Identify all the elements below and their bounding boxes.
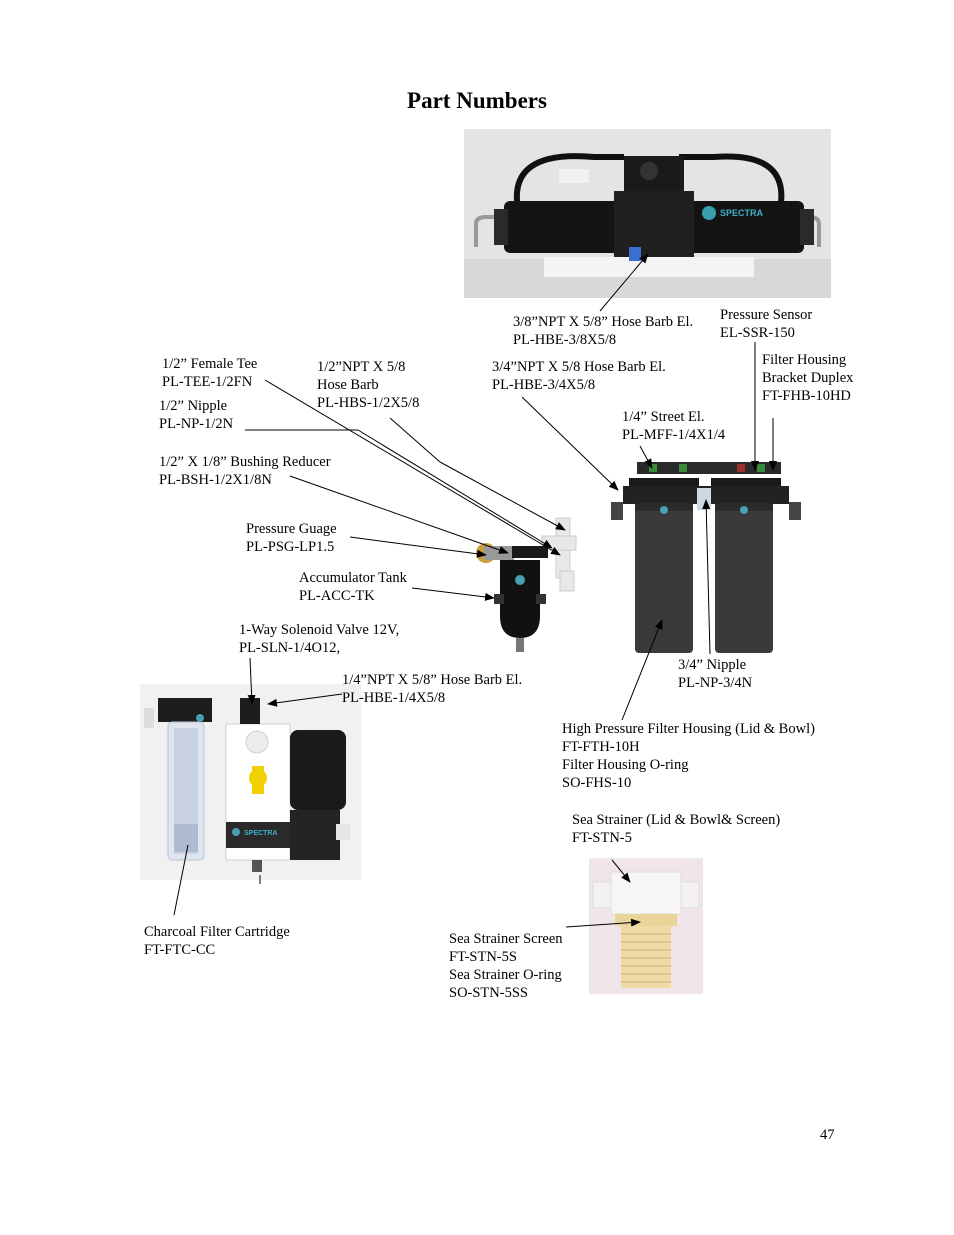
label-line: 3/8”NPT X 5/8” Hose Barb El. [513,314,694,330]
label-line: FT-STN-5 [572,830,632,846]
label-line: PL-ACC-TK [299,588,375,604]
label-line: Pressure Sensor [720,307,813,323]
label-accumulator-tank: Accumulator Tank PL-ACC-TK [299,569,407,605]
label-line: PL-NP-3/4N [678,675,753,691]
label-line: PL-SLN-1/4O12, [239,640,341,656]
label-solenoid-valve: 1-Way Solenoid Valve 12V, PL-SLN-1/4O12, [239,621,399,657]
label-line: Bracket Duplex [762,370,854,386]
label-line: 3/4”NPT X 5/8 Hose Barb El. [492,359,666,375]
label-pressure-gauge: Pressure Guage PL-PSG-LP1.5 [246,520,337,556]
label-line: 1/2” Female Tee [162,356,258,372]
label-line: Filter Housing O-ring [562,757,689,773]
label-line: 1/4” Street El. [622,409,705,425]
label-line: Sea Strainer Screen [449,931,563,947]
page-title: Part Numbers [407,88,547,113]
label-nipple-3-4: 3/4” Nipple PL-NP-3/4N [678,656,752,692]
label-line: 1/2” Nipple [159,398,228,414]
label-filter-housing-bracket: Filter Housing Bracket Duplex FT-FHB-10H… [762,351,853,405]
label-line: PL-HBE-3/8X5/8 [513,332,617,348]
label-line: High Pressure Filter Housing (Lid & Bowl… [562,721,815,737]
label-line: Accumulator Tank [299,570,407,586]
label-line: FT-FHB-10HD [762,388,851,404]
watermaker-unit-photo: SPECTRA [464,129,831,298]
label-line: FT-STN-5S [449,949,517,965]
label-pressure-sensor: Pressure Sensor EL-SSR-150 [720,306,812,342]
label-line: SO-FHS-10 [562,775,632,791]
label-line: PL-HBE-3/4X5/8 [492,377,596,393]
duplex-filter-housing-photo [607,458,803,654]
label-line: PL-NP-1/2N [159,416,234,432]
label-line: SO-STN-5SS [449,985,528,1001]
label-hose-barb-el-1-4: 1/4”NPT X 5/8” Hose Barb El. PL-HBE-1/4X… [342,671,522,707]
label-hose-barb-el-3-4: 3/4”NPT X 5/8 Hose Barb El. PL-HBE-3/4X5… [492,358,666,394]
label-line: PL-BSH-1/2X1/8N [159,472,272,488]
label-bushing-reducer: 1/2” X 1/8” Bushing Reducer PL-BSH-1/2X1… [159,453,331,489]
label-line: PL-TEE-1/2FN [162,374,253,390]
page-number: 47 [820,1127,835,1143]
label-hose-barb-1-2: 1/2”NPT X 5/8 Hose Barb PL-HBS-1/2X5/8 [317,358,419,412]
label-hose-barb-el-3-8: 3/8”NPT X 5/8” Hose Barb El. PL-HBE-3/8X… [513,313,693,349]
label-line: Sea Strainer O-ring [449,967,562,983]
label-line: PL-HBE-1/4X5/8 [342,690,446,706]
label-charcoal-filter: Charcoal Filter Cartridge FT-FTC-CC [144,923,290,959]
label-line: Sea Strainer (Lid & Bowl& Screen) [572,812,781,828]
label-line: Charcoal Filter Cartridge [144,924,290,940]
label-line: PL-PSG-LP1.5 [246,539,335,555]
label-sea-strainer-screen: Sea Strainer Screen FT-STN-5S Sea Strain… [449,930,563,1002]
prefilter-pump-assembly-photo: SPECTRA [140,684,361,880]
spectra-logo-prefilter: SPECTRA [244,830,277,837]
label-line: Filter Housing [762,352,847,368]
label-line: Pressure Guage [246,521,337,537]
label-female-tee: 1/2” Female Tee PL-TEE-1/2FN [162,355,257,391]
accumulator-tank-photo [464,516,582,664]
label-line: 1/2”NPT X 5/8 [317,359,406,375]
label-line: PL-MFF-1/4X1/4 [622,427,726,443]
label-nipple-1-2: 1/2” Nipple PL-NP-1/2N [159,397,233,433]
label-sea-strainer: Sea Strainer (Lid & Bowl& Screen) FT-STN… [572,811,780,847]
label-filter-housing-lid-bowl: High Pressure Filter Housing (Lid & Bowl… [562,720,815,792]
label-line: FT-FTC-CC [144,942,216,958]
spectra-logo-main: SPECTRA [720,208,764,218]
label-line: Hose Barb [317,377,379,393]
label-line: FT-FTH-10H [562,739,640,755]
sea-strainer-photo [589,858,703,994]
label-line: 1-Way Solenoid Valve 12V, [239,622,400,638]
label-line: 1/4”NPT X 5/8” Hose Barb El. [342,672,523,688]
label-line: EL-SSR-150 [720,325,795,341]
label-line: PL-HBS-1/2X5/8 [317,395,420,411]
label-street-el: 1/4” Street El. PL-MFF-1/4X1/4 [622,408,725,444]
label-line: 3/4” Nipple [678,657,747,673]
label-line: 1/2” X 1/8” Bushing Reducer [159,454,331,470]
